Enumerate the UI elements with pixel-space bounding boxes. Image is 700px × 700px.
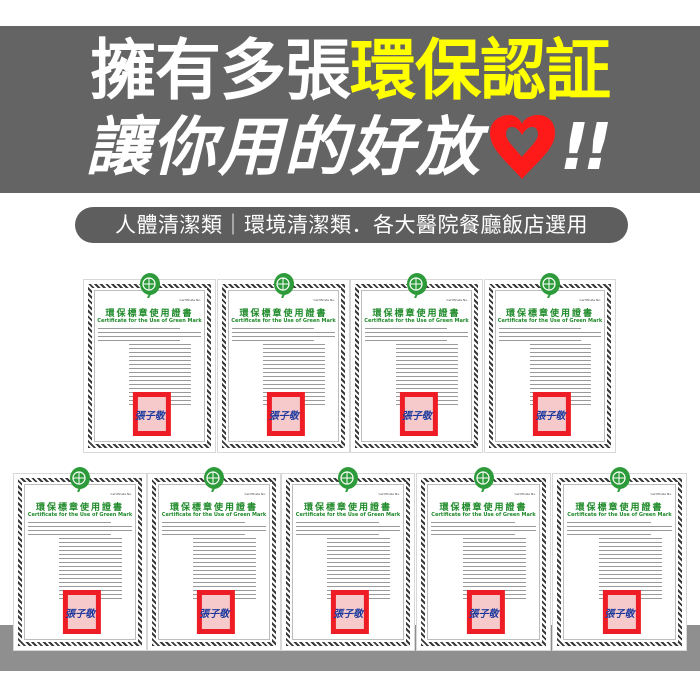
signature: 張子敬 [268,411,299,422]
category-pill: 人體清潔類｜環境清潔類．各大醫院餐廳飯店選用 [75,207,628,243]
green-mark-certificate: Certificate No. 環保標章使用證書 Certificate for… [281,467,415,651]
official-seal [132,392,171,436]
certificate-number: Certificate No. [514,492,536,496]
green-mark-certificate: Certificate No. 環保標章使用證書 Certificate for… [147,467,281,651]
green-mark-certificate: Certificate No. 環保標章使用證書 Certificate for… [83,273,216,453]
signature: 張子敬 [65,609,96,620]
certificate-title-zh: 環保標章使用證書 [239,309,328,319]
official-seal [466,590,505,634]
green-mark-certificate: Certificate No. 環保標章使用證書 Certificate for… [552,467,687,651]
certificate-title-zh: 環保標章使用證書 [575,503,664,513]
official-seal [532,392,571,436]
signature: 張子敬 [199,609,230,620]
official-seal [196,590,235,634]
certificate-title-en: Certificate for the Use of Green Mark [295,512,401,518]
certificate-number: Certificate No. [110,492,132,496]
certificate-title-zh: 環保標章使用證書 [169,503,258,513]
certificate-title-en: Certificate for the Use of Green Mark [97,318,202,324]
tagline-text: 讓你用的好放 [86,110,482,185]
exclamation-text: !! [560,111,612,185]
headline-banner [0,26,700,193]
certificate-title-zh: 環保標章使用證書 [372,309,461,319]
certificate-title-en: Certificate for the Use of Green Mark [27,512,133,518]
headline-yellow-text: 環保認証 [350,32,611,109]
certificate-number: Certificate No. [579,298,601,302]
official-seal [266,392,305,436]
certificate-number: Certificate No. [446,298,468,302]
certificate-title-zh: 環保標章使用證書 [505,309,594,319]
green-mark-certificate: Certificate No. 環保標章使用證書 Certificate for… [416,467,551,651]
green-mark-leaf-icon [139,273,160,298]
official-seal [602,590,641,634]
green-mark-certificate: Certificate No. 環保標章使用證書 Certificate for… [350,273,483,453]
signature: 張子敬 [333,609,364,620]
official-seal [399,392,438,436]
certificate-number: Certificate No. [179,298,201,302]
green-mark-certificate: Certificate No. 環保標章使用證書 Certificate for… [484,273,616,453]
certificate-number: Certificate No. [313,298,335,302]
certificate-title-en: Certificate for the Use of Green Mark [497,318,603,324]
official-seal [62,590,101,634]
certificate-title-en: Certificate for the Use of Green Mark [161,512,267,518]
signature: 張子敬 [468,609,499,620]
signature: 張子敬 [535,411,566,422]
green-mark-leaf-icon [473,467,494,492]
signature: 張子敬 [401,411,432,422]
signature: 張子敬 [134,411,165,422]
certificate-body-text [499,328,601,408]
green-mark-leaf-icon [338,467,358,492]
headline-white-text: 擁有多張 [90,32,351,109]
green-mark-certificate: Certificate No. 環保標章使用證書 Certificate for… [217,273,350,453]
certificate-title-zh: 環保標章使用證書 [35,503,124,513]
headline-line-2: 讓你用的好放 !! [86,110,612,186]
certificate-number: Certificate No. [244,492,266,496]
certificate-title-zh: 環保標章使用證書 [303,503,392,513]
green-mark-leaf-icon [406,273,427,298]
heart-icon [490,115,555,179]
certificate-title-en: Certificate for the Use of Green Mark [567,512,672,518]
certificate-title-en: Certificate for the Use of Green Mark [364,318,469,324]
certificate-number: Certificate No. [378,492,400,496]
signature: 張子敬 [604,609,635,620]
green-mark-leaf-icon [609,467,630,492]
certificate-number: Certificate No. [650,492,672,496]
green-mark-leaf-icon [540,273,560,298]
green-mark-certificate: Certificate No. 環保標章使用證書 Certificate for… [13,467,147,651]
headline-line-1: 擁有多張環保認証 [0,34,700,108]
certificate-body-text [232,328,335,408]
official-seal [330,590,369,634]
certificate-body-text [567,522,672,602]
green-mark-leaf-icon [204,467,224,492]
green-mark-leaf-icon [273,273,294,298]
green-mark-leaf-icon [70,467,90,492]
certificate-title-zh: 環保標章使用證書 [439,503,528,513]
certificate-title-en: Certificate for the Use of Green Mark [231,318,336,324]
certificate-title-en: Certificate for the Use of Green Mark [431,512,536,518]
certificate-title-zh: 環保標章使用證書 [105,309,194,319]
